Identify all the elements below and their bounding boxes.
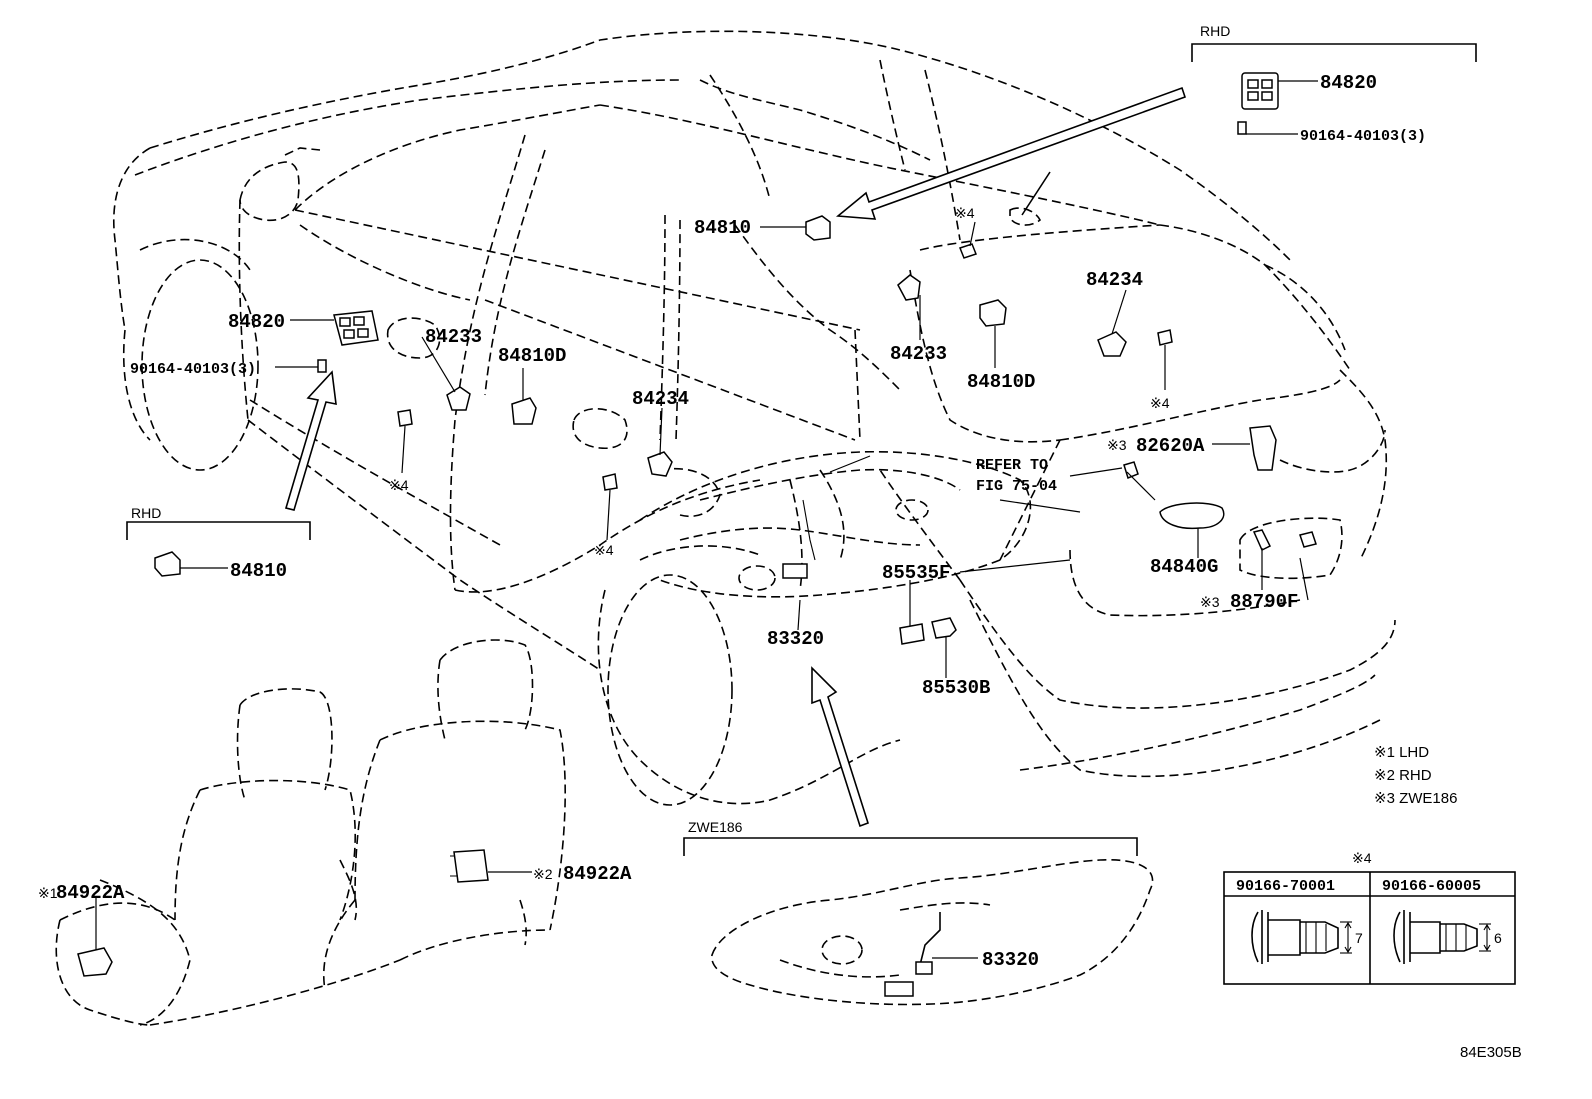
bolt-col-1: 90166-70001 [1236, 878, 1335, 895]
arrow-to-rhd-top [835, 86, 1187, 220]
label-84820-top: 84820 [1320, 72, 1377, 94]
caption-zwe186: ZWE186 [688, 819, 743, 835]
bolt-table-title: ※4 [1352, 850, 1372, 866]
legend-item-3: ※3 ZWE186 [1374, 790, 1457, 807]
label-90164-left: 90164-40103(3) [130, 361, 256, 378]
screw-m4-right [959, 243, 977, 259]
label-84810d-b: 84810D [498, 345, 566, 367]
switch-84810d-left [511, 397, 537, 425]
relay-85530b [931, 617, 957, 639]
group-brackets [126, 43, 1477, 856]
screw-m4-far-right [1157, 329, 1173, 346]
components [77, 72, 1343, 977]
lamp-84233-left [446, 386, 471, 411]
marker-m3-a: ※3 [1107, 437, 1127, 453]
bolt-drawing-1: 7 [1251, 910, 1363, 964]
sensor-84922a-right [453, 849, 489, 883]
bolt-dim-1: 7 [1355, 930, 1363, 946]
screw-m3 [1123, 461, 1139, 479]
caption-rhd-top: RHD [1200, 23, 1230, 39]
hybrid-system-area [639, 450, 1032, 598]
arrow-to-rhd-left [284, 370, 337, 511]
label-85535f: 85535F [882, 562, 950, 584]
caption-rhd-left: RHD [131, 505, 161, 521]
sensor-84922a-left [77, 947, 113, 977]
marker-m4-c: ※4 [389, 477, 409, 493]
label-84233-a: 84233 [890, 343, 947, 365]
screw-m4-left [397, 409, 413, 427]
bolt-dim-2: 6 [1494, 930, 1502, 946]
label-84922a-b: 84922A [563, 863, 632, 885]
legend-item-2: ※2 RHD [1374, 767, 1432, 784]
label-83320-b: 83320 [982, 949, 1039, 971]
legend-item-1: ※1 LHD [1374, 744, 1429, 761]
switch-84810-left [154, 551, 181, 577]
label-84820-left: 84820 [228, 311, 285, 333]
marker-m4-d: ※4 [594, 542, 614, 558]
label-84840g: 84840G [1150, 556, 1218, 578]
label-84234-b: 84234 [632, 388, 689, 410]
label-85530b: 85530B [922, 677, 990, 699]
label-84810-left: 84810 [230, 560, 287, 582]
rear-seat-outlines [55, 639, 566, 1026]
refer-line2: FIG 75-04 [976, 478, 1057, 495]
lamp-84234-right [1097, 331, 1127, 357]
label-84233-b: 84233 [425, 326, 482, 348]
figure-id: 84E305B [1460, 1044, 1522, 1061]
arrow-to-zwe186 [811, 666, 869, 828]
bolt-col-2: 90166-60005 [1382, 878, 1481, 895]
screw-m4-mid [602, 473, 618, 491]
lamp-84233-right [897, 274, 921, 301]
bolt-spec-table: ※4 90166-70001 90166-60005 7 [1223, 850, 1516, 985]
marker-m4-b: ※4 [1150, 395, 1170, 411]
marker-m3-b: ※3 [1200, 594, 1220, 610]
screw-rhd-top [1237, 121, 1247, 135]
switch-84810 [805, 215, 831, 241]
sensor-88790f [1252, 529, 1272, 552]
screw-left [317, 359, 327, 373]
bracket-82620a [1249, 425, 1277, 471]
label-83320-a: 83320 [767, 628, 824, 650]
label-82620a: 82620A [1136, 435, 1205, 457]
pointer-arrows [284, 86, 1187, 828]
label-84234-a: 84234 [1086, 269, 1143, 291]
part-labels: 84820 90164-40103(3) 84810 84234 84233 8… [38, 23, 1522, 1061]
label-84810d-a: 84810D [967, 371, 1035, 393]
bolt-drawing-2: 6 [1393, 910, 1502, 964]
fuel-tank-outline [711, 859, 1154, 1006]
label-84922a-a: 84922A [56, 882, 125, 904]
switch-84820-rhd-top [1241, 72, 1279, 110]
marker-m1: ※1 [38, 885, 58, 901]
label-88790f: 88790F [1230, 591, 1298, 613]
relay-85535f [899, 623, 925, 645]
switch-84810d-right [979, 299, 1007, 327]
lamp-84234-left [647, 451, 673, 477]
refer-line1: REFER TO [976, 457, 1048, 474]
marker-m4-a: ※4 [955, 205, 975, 221]
car-body-outline [112, 30, 1396, 806]
label-90164-top: 90164-40103(3) [1300, 128, 1426, 145]
switch-84820-left [333, 310, 379, 346]
switch-84840g [1159, 502, 1225, 530]
leader-lines [95, 80, 1318, 959]
marker-m2: ※2 [533, 866, 553, 882]
label-84810-a: 84810 [694, 217, 751, 239]
